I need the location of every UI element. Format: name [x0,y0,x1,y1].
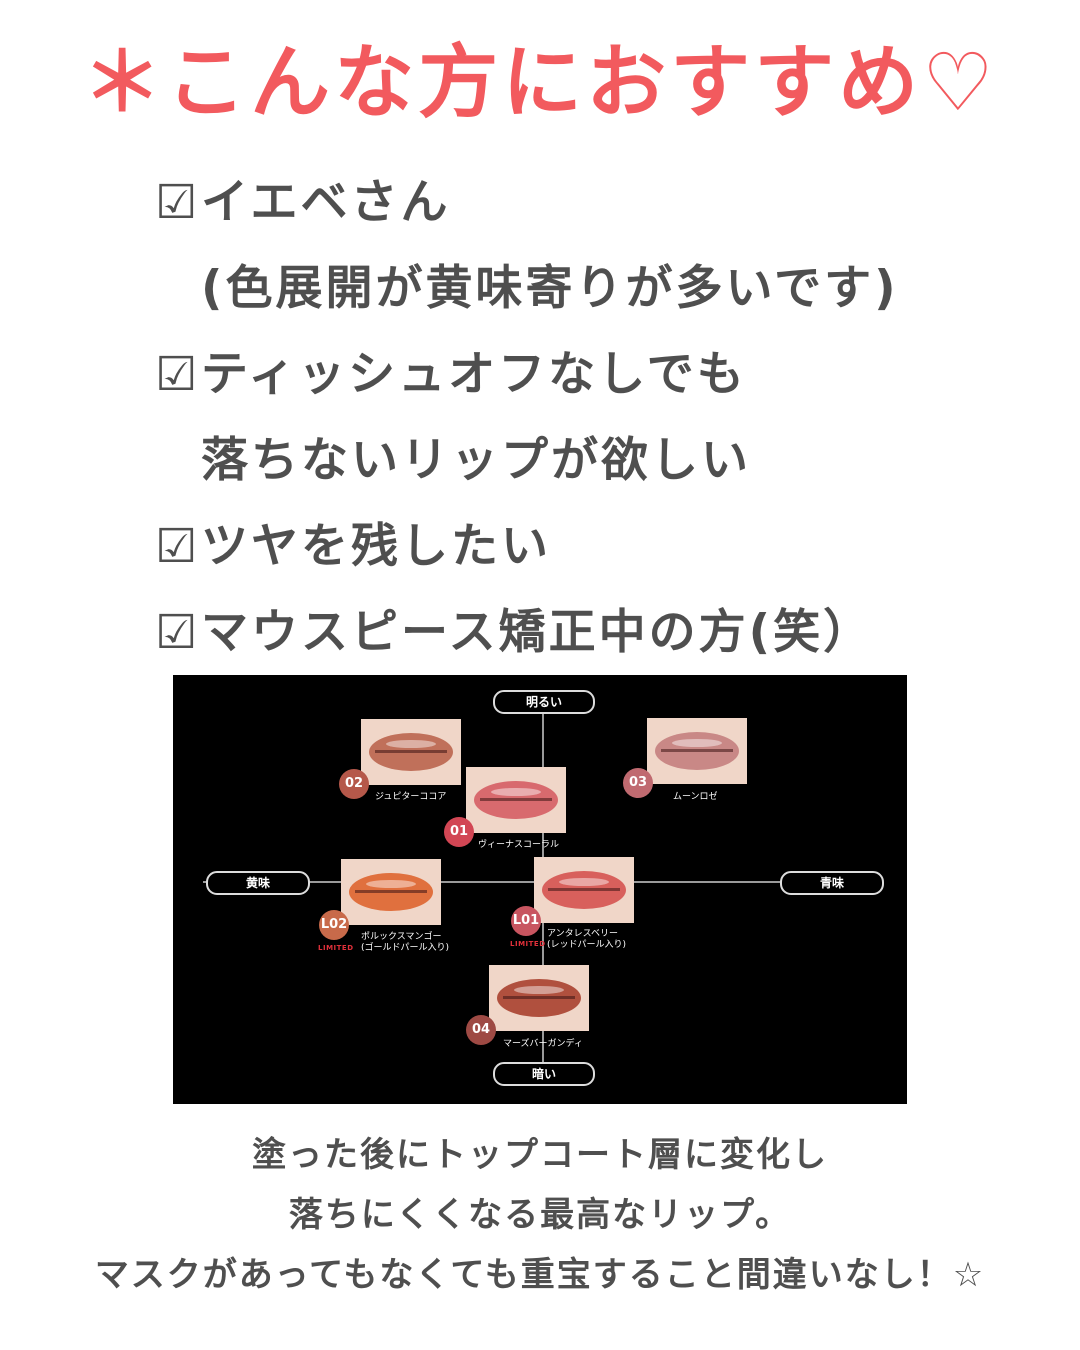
shade-number-badge: L01 [511,906,541,936]
axis-label-bottom: 暗い [493,1062,595,1086]
checklist-item-continued: (色展開が黄味寄りが多いです) [155,246,899,332]
axis-label-left: 黄味 [206,871,310,895]
caption-line: マスクがあってもなくても重宝すること間違いなし！☆ [94,1255,986,1295]
checklist-item-continued: 落ちないリップが欲しい [155,418,899,504]
shade-name: マーズバーガンディ [503,1039,583,1049]
checklist-item: ☑マウスピース矯正中の方(笑） [155,590,899,676]
axis-label-right: 青味 [780,871,884,895]
shade-name: ポルックスマンゴー (ゴールドパール入り) [361,932,450,953]
caption-line: 塗った後にトップコート層に変化し [252,1135,828,1175]
lip-swatch [534,857,634,923]
checkbox-icon: ☑ [155,605,201,660]
checklist-item: ☑イエベさん [155,160,899,246]
checklist-text: ツヤを残したい [201,519,551,574]
page-title: ＊こんな方におすすめ♡ [82,36,998,129]
lip-color-chart: 明るい 暗い 黄味 青味 02 ジュピターココア 01 ヴィーナスコーラル 03… [173,675,907,1104]
shade-number-badge: 04 [466,1015,496,1045]
shade-name: ムーンロゼ [673,792,718,802]
limited-label: LIMITED [510,940,546,948]
checkbox-icon: ☑ [155,347,201,402]
shade-name: ヴィーナスコーラル [478,840,560,850]
checklist-item: ☑ツヤを残したい [155,504,899,590]
checklist-text: マウスピース矯正中の方(笑） [201,605,874,660]
checklist-item: ☑ティッシュオフなしでも [155,332,899,418]
caption: 塗った後にトップコート層に変化し 落ちにくくなる最高なリップ。 マスクがあっても… [0,1125,1080,1305]
lip-swatch [466,767,566,833]
limited-label: LIMITED [318,944,354,952]
lip-swatch [361,719,461,785]
checklist-text: (色展開が黄味寄りが多いです) [201,261,899,316]
shade-number-badge: 03 [623,768,653,798]
lip-swatch [489,965,589,1031]
checklist-text: 落ちないリップが欲しい [201,433,751,488]
checkbox-icon: ☑ [155,519,201,574]
shade-name: アンタレスベリー (レッドパール入り) [547,929,627,950]
shade-name: ジュピターココア [375,792,447,802]
checkbox-icon: ☑ [155,175,201,230]
shade-number-badge: 02 [339,769,369,799]
caption-line: 落ちにくくなる最高なリップ。 [288,1195,792,1235]
checklist-text: イエベさん [201,175,451,230]
shade-number-badge: L02 [319,910,349,940]
axis-label-top: 明るい [493,690,595,714]
checklist-text: ティッシュオフなしでも [201,347,747,402]
shade-number-badge: 01 [444,817,474,847]
lip-swatch [647,718,747,784]
recommendation-checklist: ☑イエベさん (色展開が黄味寄りが多いです) ☑ティッシュオフなしでも 落ちない… [155,160,899,676]
lip-swatch [341,859,441,925]
